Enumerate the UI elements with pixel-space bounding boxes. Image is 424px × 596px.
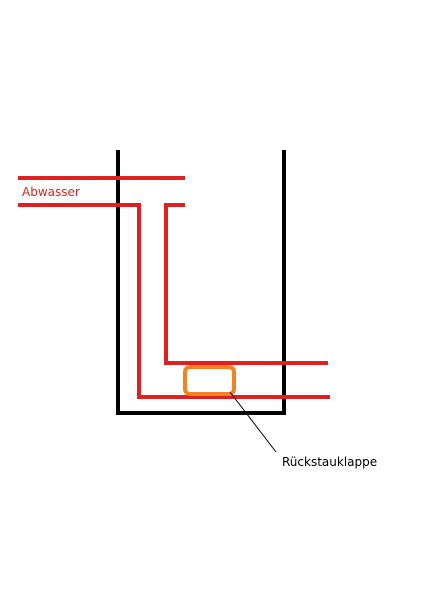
pipe-inner-wall: [164, 203, 328, 365]
shaft-outline: [116, 150, 286, 415]
pipe-outer-wall: [18, 203, 330, 399]
backflow-valve: [183, 365, 236, 396]
valve-label: Rückstauklappe: [282, 455, 378, 469]
inflow-label: Abwasser: [22, 185, 80, 199]
valve-leader-line: [229, 391, 277, 453]
